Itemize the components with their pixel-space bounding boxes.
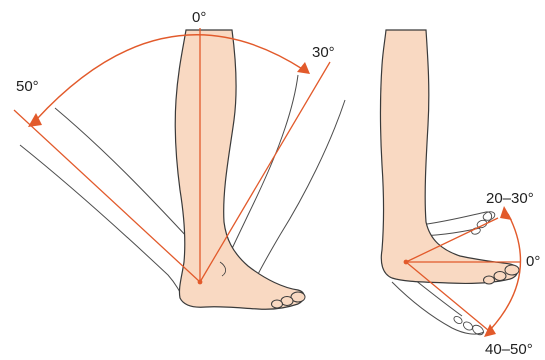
left-neutral-label: 0°	[192, 10, 206, 25]
left-pivot	[198, 280, 203, 285]
left-forward-label: 30°	[312, 45, 335, 60]
right-arc-arrow-up	[500, 206, 512, 220]
right-up-label: 20–30°	[486, 191, 534, 206]
left-swing-arc	[36, 35, 304, 120]
left-backward-label: 50°	[16, 79, 39, 94]
right-neutral-label: 0°	[526, 254, 540, 269]
right-pivot	[404, 260, 409, 265]
foot-sketch-up-toes	[471, 210, 496, 235]
right-leg-shape	[381, 30, 518, 283]
left-panel	[14, 28, 345, 309]
left-axes	[14, 28, 330, 282]
leg-sketch-forward	[226, 75, 345, 280]
right-down-label: 40–50°	[485, 342, 533, 357]
left-arc-arrow-forward	[297, 62, 310, 74]
left-leg-shape	[175, 30, 304, 309]
right-panel	[381, 30, 521, 337]
